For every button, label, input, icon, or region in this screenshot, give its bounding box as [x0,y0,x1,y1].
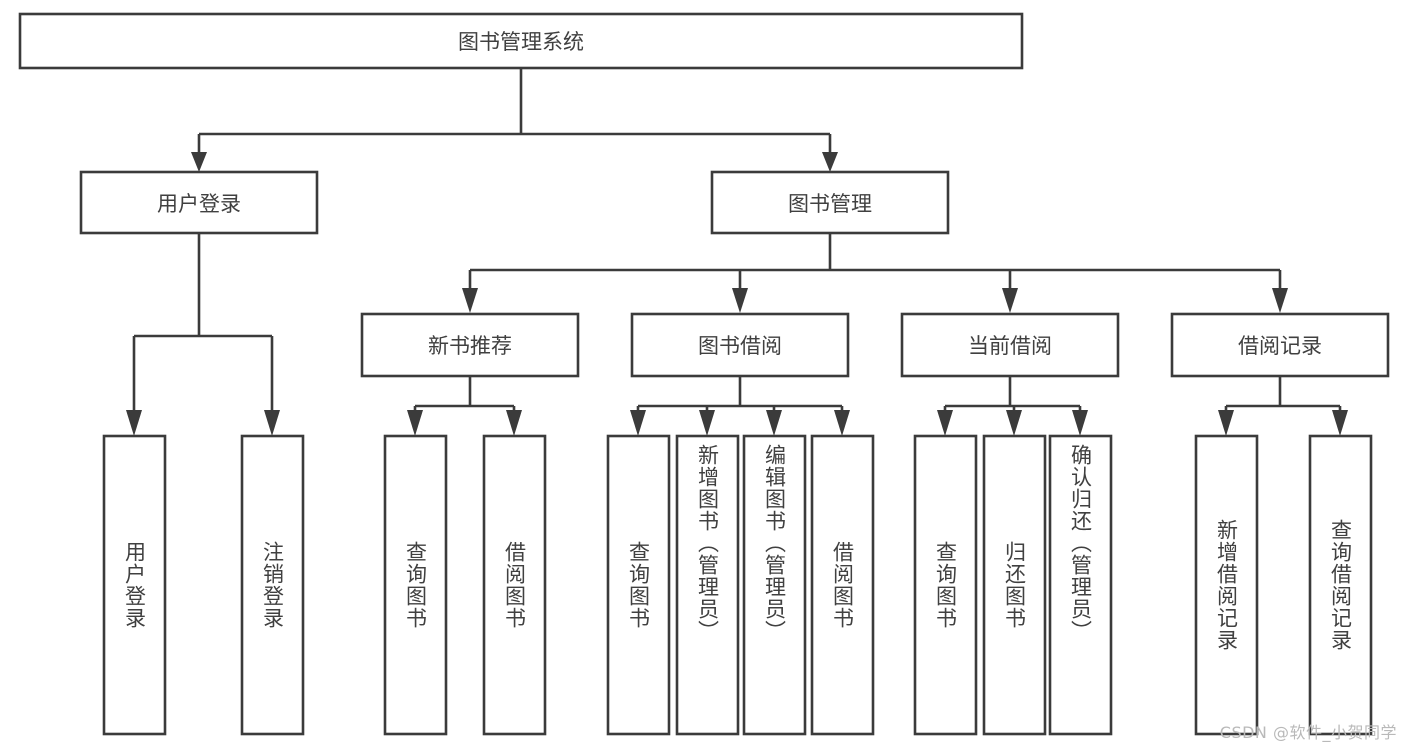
arrow-br-leaf-1 [1218,410,1234,436]
arrow-bb-leaf-4 [834,410,850,436]
leaf-box-cb-1[interactable] [913,434,978,736]
leaf-box-br-1[interactable] [1194,434,1259,736]
arrow-cb-leaf-2 [1006,410,1022,436]
arrow-cb-leaf-1 [937,410,953,436]
arrow-to-current-borrow [1002,288,1018,313]
node-book-manage-box[interactable] [710,170,950,235]
edge-root-to-level1 [197,68,832,160]
arrow-user-login-leaf-2 [264,410,280,436]
leaf-box-bb-2[interactable] [675,434,740,736]
leaf-box-bb-4[interactable] [810,434,875,736]
node-new-book-recommend-box[interactable] [360,312,580,378]
leaf-box-bb-3[interactable] [742,434,807,736]
arrow-to-borrow-record [1272,288,1288,313]
leaf-box-cb-2[interactable] [982,434,1047,736]
edge-book-borrow-to-leaves [636,376,844,420]
arrow-to-book-borrow [732,288,748,313]
leaf-box-br-2[interactable] [1308,434,1373,736]
arrow-bb-leaf-2 [699,410,715,436]
leaf-box-cb-3[interactable] [1048,434,1113,736]
edge-borrow-record-to-leaves [1224,376,1342,420]
leaf-box-user-login-1[interactable] [102,434,167,736]
edge-book-manage-to-level2 [468,233,1282,296]
arrow-nbr-leaf-1 [407,410,423,436]
arrow-root-to-book-manage [822,152,838,172]
node-book-borrow-box[interactable] [630,312,850,378]
node-root-box[interactable] [18,12,1024,70]
arrow-cb-leaf-3 [1072,410,1088,436]
csdn-watermark: CSDN @软件_小贺同学 [1219,723,1397,742]
arrow-user-login-leaf-1 [126,410,142,436]
node-user-login-box[interactable] [79,170,319,235]
arrow-nbr-leaf-2 [506,410,522,436]
edge-user-login-to-leaves [132,233,274,420]
node-borrow-record-box[interactable] [1170,312,1390,378]
arrow-bb-leaf-1 [630,410,646,436]
edge-new-book-recommend-to-leaves [413,376,516,420]
leaf-box-bb-1[interactable] [606,434,671,736]
arrow-bb-leaf-3 [766,410,782,436]
leaf-box-nbr-1[interactable] [383,434,448,736]
arrow-to-new-book-recommend [462,288,478,313]
leaf-box-user-login-2[interactable] [240,434,305,736]
node-current-borrow-box[interactable] [900,312,1120,378]
arrow-br-leaf-2 [1332,410,1348,436]
leaf-box-nbr-2[interactable] [482,434,547,736]
arrow-root-to-user-login [191,152,207,172]
